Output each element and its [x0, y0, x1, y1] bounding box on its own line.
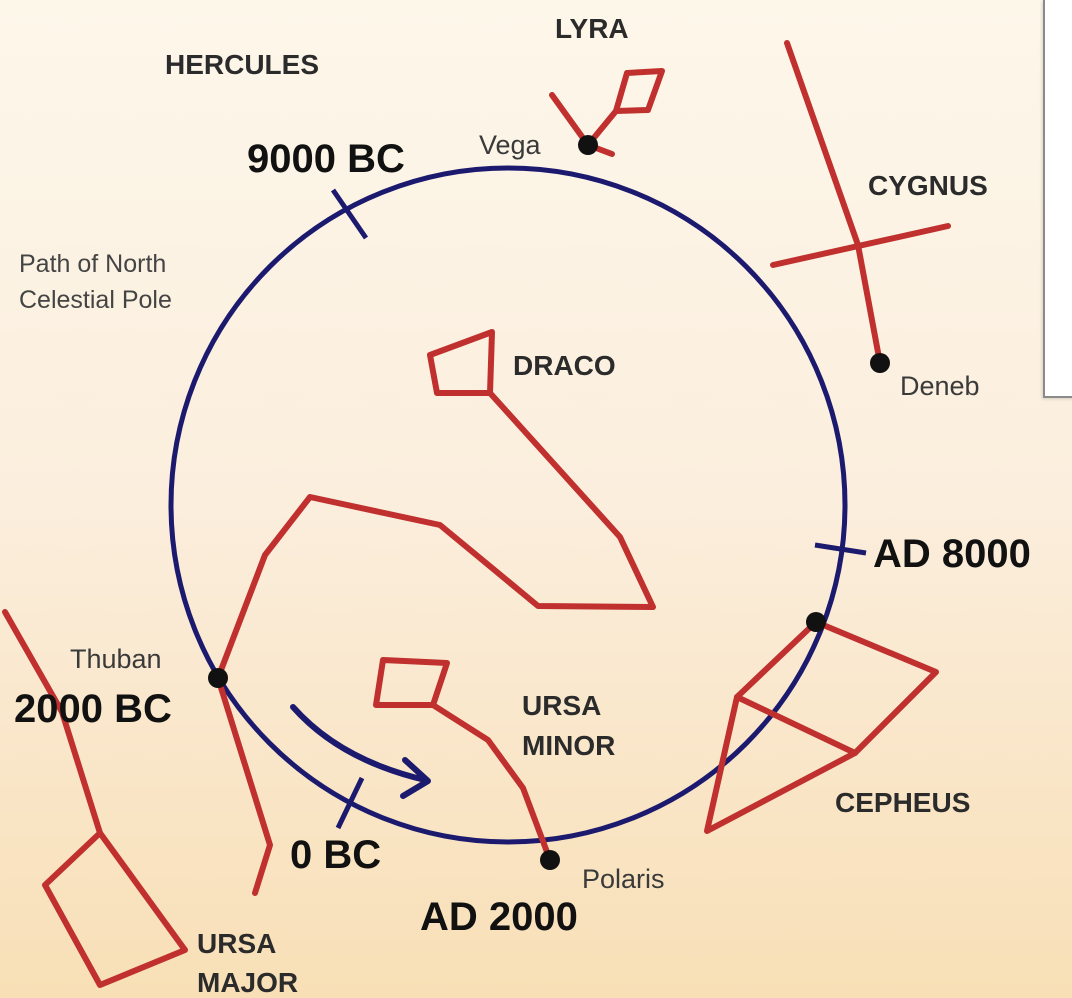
vega-star [578, 135, 598, 155]
deneb-label: Deneb [900, 371, 980, 401]
cepheus-label: CEPHEUS [835, 787, 970, 818]
polaris-label: Polaris [582, 864, 665, 894]
epoch-ad-8000-label: AD 8000 [873, 532, 1031, 576]
ad-8000-star [806, 612, 826, 632]
thuban-star [208, 668, 228, 688]
ursa-minor-label-line1: URSA [522, 690, 601, 721]
ursa-major-label-line2: MAJOR [197, 967, 298, 998]
polaris-star [540, 850, 560, 870]
epoch-0-bc-label: 0 BC [290, 833, 381, 877]
path-label-line2: Celestial Pole [19, 286, 172, 314]
cygnus-figure [773, 43, 948, 363]
thuban-label: Thuban [70, 644, 162, 674]
vega-label: Vega [479, 130, 542, 160]
hercules-label: HERCULES [165, 49, 319, 80]
ursa-minor-label-line2: MINOR [522, 730, 615, 761]
draco-label: DRACO [513, 350, 616, 381]
lyra-figure [552, 71, 662, 154]
deneb-star [870, 353, 890, 373]
draco-figure [218, 332, 653, 678]
constellation-lines [5, 43, 948, 985]
epoch-2000-bc-label: 2000 BC [14, 687, 172, 731]
lyra-label: LYRA [555, 13, 629, 44]
cygnus-label: CYGNUS [868, 170, 988, 201]
path-label-line1: Path of North [19, 250, 166, 278]
tick-0-bc [338, 778, 362, 828]
ursa-major-label-line1: URSA [197, 928, 276, 959]
epoch-9000-bc-label: 9000 BC [247, 137, 405, 181]
pole-path-circle [171, 168, 845, 842]
epoch-ad-2000-label: AD 2000 [420, 895, 578, 939]
